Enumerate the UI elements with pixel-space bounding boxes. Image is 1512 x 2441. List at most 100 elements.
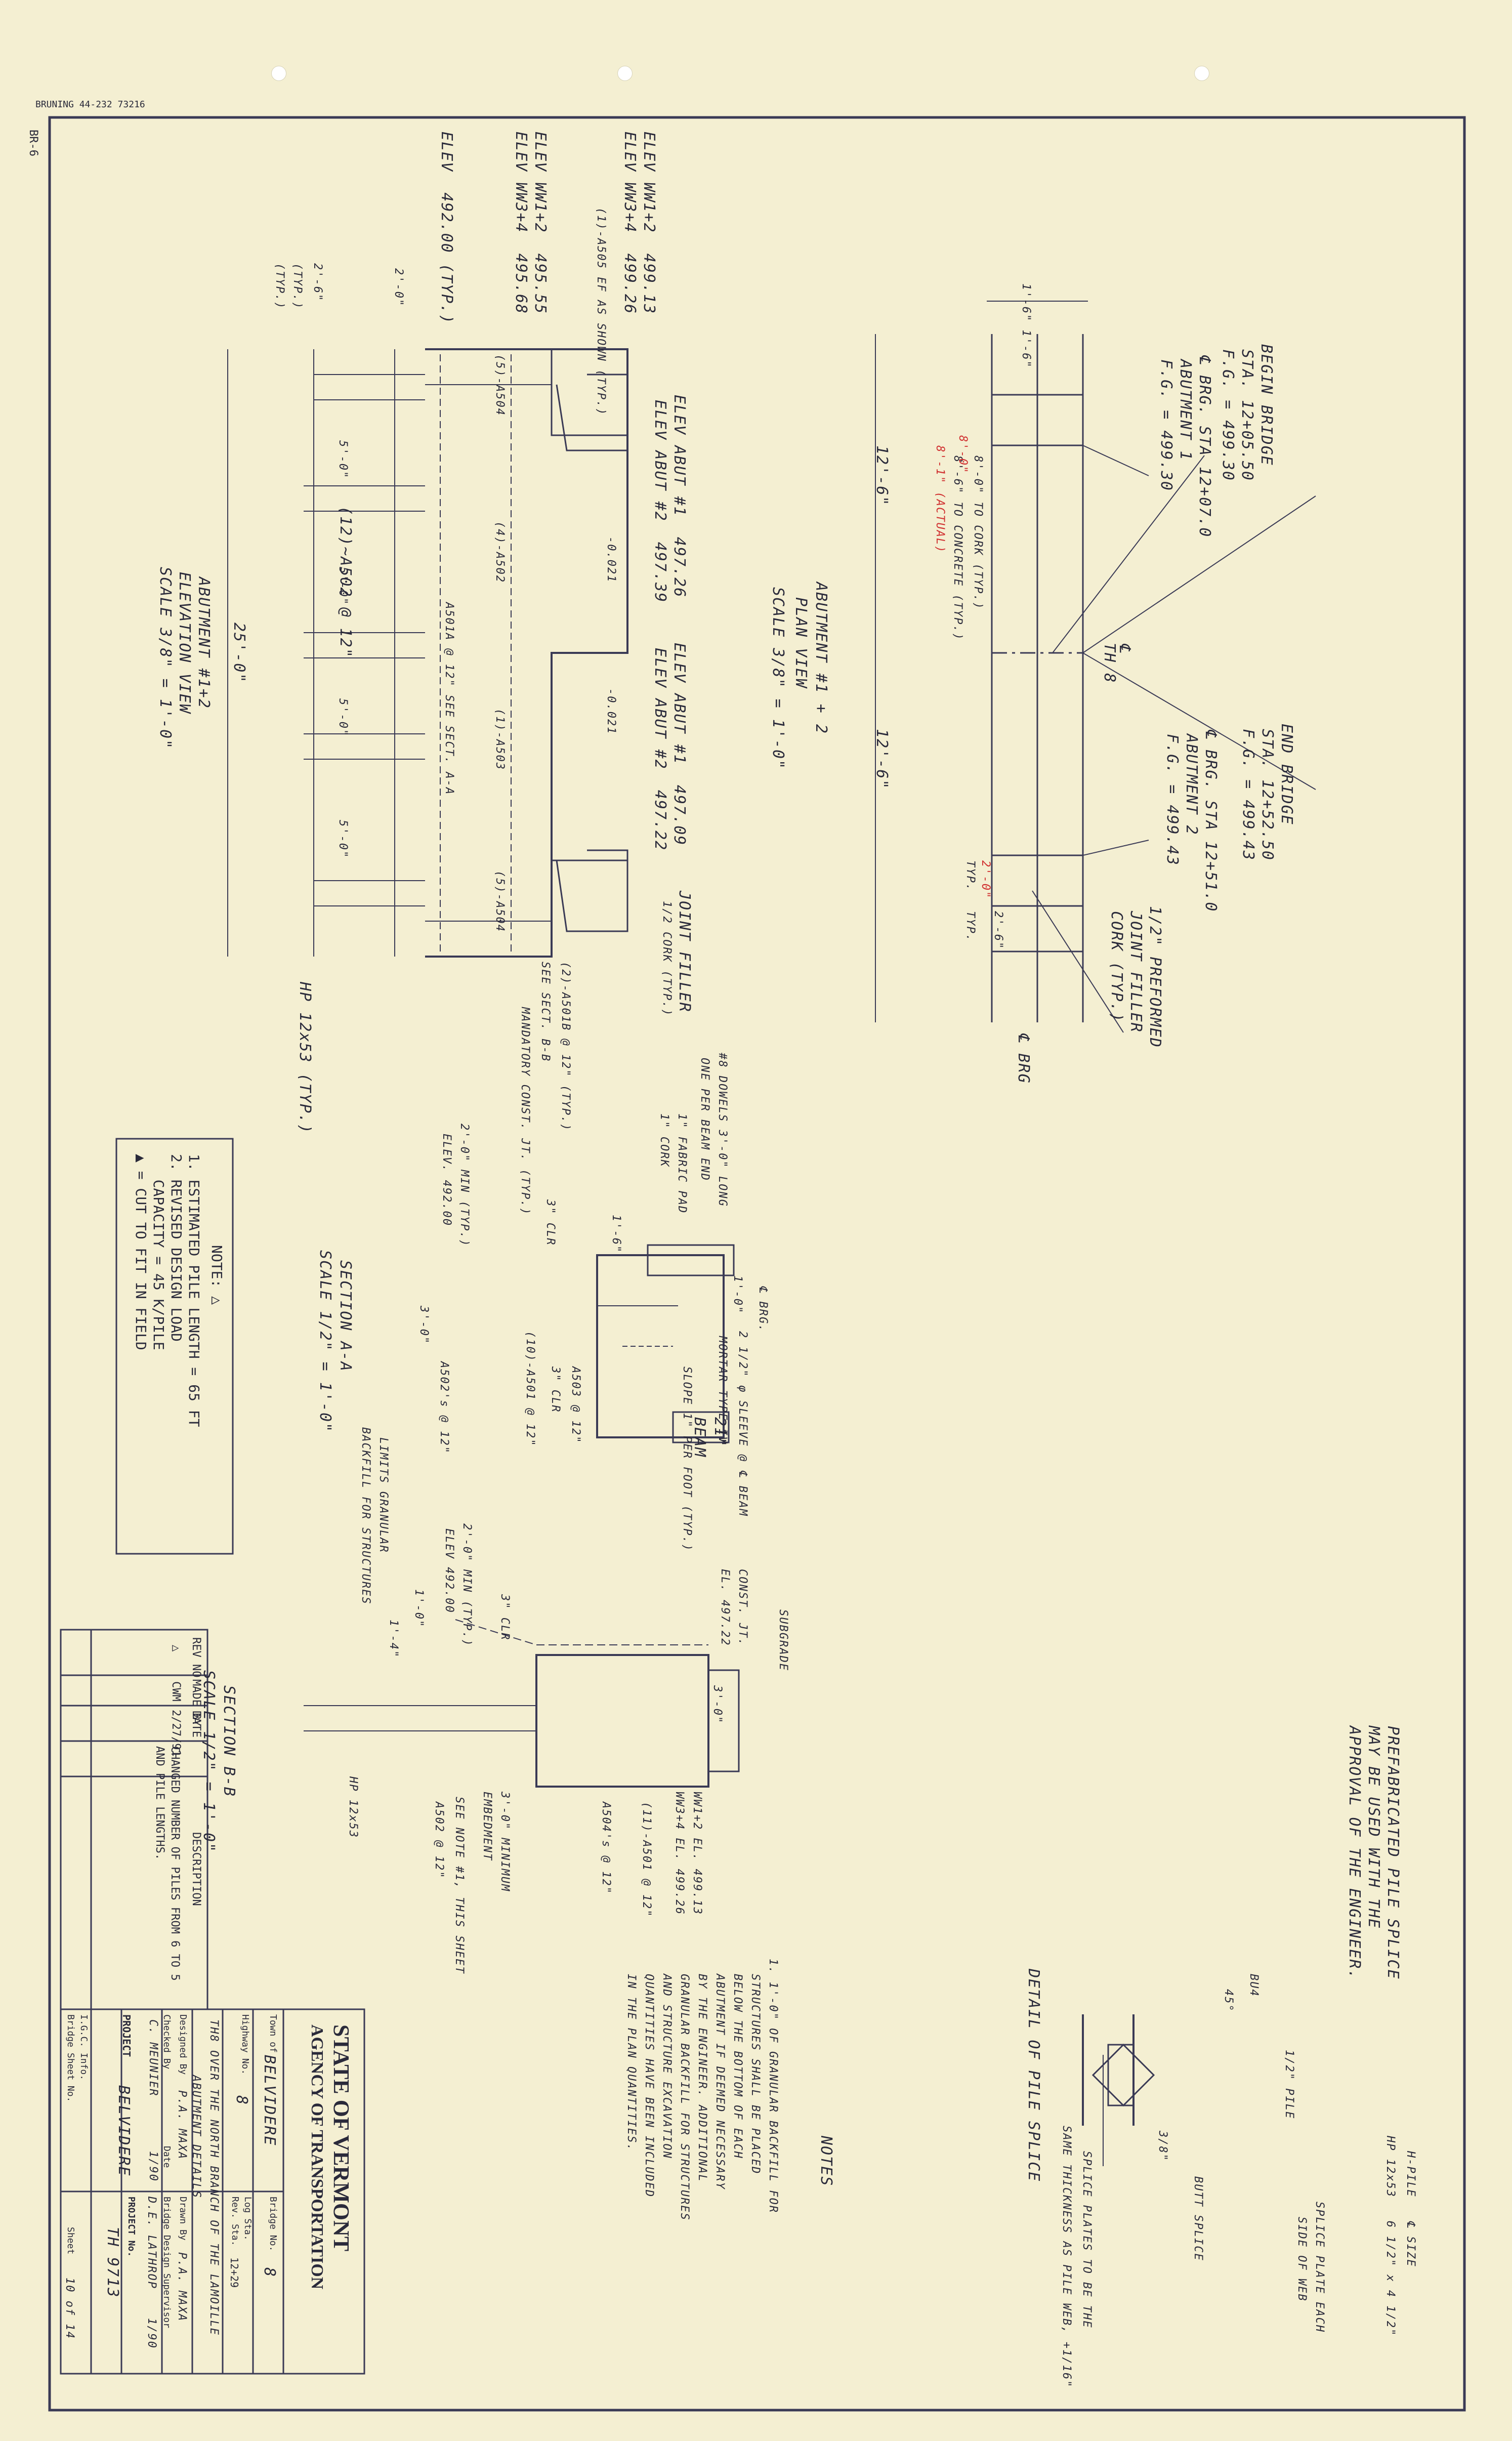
splice-bu4: BU4 — [1247, 1974, 1260, 1997]
abut-elev-3: ELEV ABUT #2 497.22 — [651, 648, 669, 851]
lgc-label: I.G.C. Info. — [78, 2014, 89, 2081]
desc-line-1: TH8 OVER THE NORTH BRANCH OF THE LAMOILL… — [207, 2019, 220, 2336]
rev-header-2: DATE — [190, 1711, 202, 1737]
punch-hole — [271, 66, 286, 81]
begin-bridge-2: F.G. = 499.30 — [1219, 349, 1237, 481]
splice-38: 3/8" — [1156, 2131, 1169, 2162]
town-value: BELVIDERE — [261, 2055, 278, 2146]
rev-header-0: REV NO — [190, 1637, 202, 1678]
abut-elev-2: ELEV ABUT #1 497.09 — [670, 643, 688, 846]
splice-pile: 1/2" PILE — [1283, 2050, 1295, 2120]
rev-row-no: △ — [170, 1645, 182, 1652]
aa-label-2: 1" FABRIC PAD — [676, 1113, 688, 1214]
designed-label: Designed By — [178, 2014, 188, 2075]
title-block-grid — [60, 2008, 365, 2375]
red-actual-note: 8'-1" (ACTUAL) — [934, 445, 946, 554]
concrete-note: 8'-6" TO CONCRETE (TYP.) — [951, 456, 964, 641]
bb-label-9: 3'-0" — [711, 1685, 724, 1724]
bb-label-0: LIMITS GRANULAR — [377, 1437, 390, 1553]
cork-note: 8'-0" TO CORK (TYP.) — [972, 456, 984, 610]
splice-45: 45° — [1222, 1989, 1235, 2012]
notes-line-6: AND STRUCTURE EXCAVATION — [660, 1974, 673, 2159]
splice-note-0: SPLICE PLATES TO BE THE — [1080, 2151, 1093, 2329]
preformed-2: CORK (TYP.) — [1108, 911, 1125, 1023]
bb-label-3: EL. 497.22 — [719, 1569, 731, 1646]
note-box-line-0: 1. ESTIMATED PILE LENGTH = 65 FT — [186, 1154, 202, 1427]
note-box-line-3: ▲ = CUT TO FIT IN FIELD — [133, 1154, 149, 1350]
agency-name-1: AGENCY OF TRANSPORTATION — [308, 2024, 326, 2290]
date-label: Date — [161, 2146, 172, 2168]
project-label: PROJECT — [120, 2014, 133, 2057]
bb-label-4: SUBGRADE — [777, 1609, 789, 1671]
note-box-line-1: 2. REVISED DESIGN LOAD — [168, 1154, 185, 1342]
aa-label-10: ℄ BRG. — [757, 1286, 769, 1333]
splice-header-2: APPROVAL OF THE ENGINEER. — [1346, 1726, 1363, 1980]
aa-title-1: SCALE 1/2" = 1'-0" — [316, 1250, 334, 1433]
aa-label-8: 3'-0" — [417, 1306, 430, 1345]
aa-label-0: #8 DOWELS 3'-0" LONG — [716, 1053, 729, 1207]
checked-value: C. MEUNIER — [147, 2019, 159, 2097]
aa-title-0: SECTION A-A — [337, 1260, 354, 1372]
aa-label-4: 2'-0" MIN (TYP.) — [458, 1124, 471, 1247]
plan-typ-2: TYP. — [964, 911, 977, 942]
brg-abut2-0: ℄ BRG. STA 12+51.0 — [1202, 729, 1220, 913]
agency-name-0: STATE OF VERMONT — [329, 2024, 354, 2252]
bb-label-6: ELEV 492.00 — [443, 1528, 455, 1613]
bb-label-7: 1'-0" — [412, 1589, 425, 1628]
note-box-line-2: CAPACITY = 45 K/PILE — [150, 1154, 167, 1350]
elev-misc-3: 25'-0" — [230, 623, 248, 684]
hp-label: HP 12x53 (TYP.) — [296, 982, 314, 1134]
elev-misc-1: (TYP.) — [291, 263, 304, 310]
plan-cl: ℄ — [1116, 643, 1133, 654]
plan-th8: TH 8 — [1101, 643, 1118, 684]
section-bb-outline — [535, 1654, 709, 1788]
note-box-outline — [115, 1138, 234, 1555]
splice-plate-0: SPLICE PLATE EACH — [1313, 2202, 1326, 2333]
bb-title-0: SECTION B-B — [220, 1685, 238, 1797]
red-dim-right: 2'-0" — [979, 860, 992, 899]
plan-dim-top: 1'-6" 1'-6" — [1020, 283, 1032, 368]
mandatory-jt: MANDATORY CONST. JT. (TYP.) — [519, 1007, 531, 1216]
begin-bridge-1: STA. 12+05.50 — [1238, 349, 1256, 481]
aa-label-6: 1'-6" — [610, 1215, 622, 1254]
bb-label-2: CONST. JT. — [736, 1569, 749, 1646]
sheet-label: Sheet — [65, 2227, 76, 2255]
project-no-value: TH 9713 — [104, 2227, 121, 2298]
plan-dim-right: 12'-6" — [873, 729, 891, 790]
rebar-0: (1)-A505 EF AS SHOWN (TYP.) — [595, 208, 607, 416]
aa-label-5: ELEV. 492.00 — [440, 1134, 453, 1226]
slope-0: -0.021 — [605, 536, 617, 583]
red-dim-left: 8'-0" — [956, 435, 969, 474]
elev-label-3: ELEV WW3+4 495.68 — [512, 132, 530, 315]
plan-dim-left: 12'-6" — [873, 445, 891, 507]
elev-misc-4: 5'-0" — [337, 440, 349, 479]
bb-label-11: WW3+4 EL. 499.26 — [673, 1792, 686, 1915]
splice-title: DETAIL OF PILE SPLICE — [1025, 1969, 1042, 2182]
town-label: Town of — [268, 2014, 278, 2053]
aa-label-13: SLOPE 1" PER FOOT (TYP.) — [681, 1367, 693, 1552]
aa-label-17: 3" CLR — [549, 1367, 562, 1413]
checked-label: Checked By — [161, 2014, 172, 2070]
section-aa-outline — [596, 1254, 725, 1438]
project-value: BELVIDERE — [115, 2085, 133, 2177]
drawn-label: Drawn By — [178, 2197, 188, 2241]
notes-line-5: GRANULAR BACKFILL FOR STRUCTURES — [678, 1974, 691, 2221]
log-sta-label: Log Sta. — [242, 2197, 253, 2241]
rebar-1: (5)-A504 — [493, 354, 506, 416]
preformed-0: 1/2" PREFORMED — [1146, 906, 1164, 1048]
end-bridge-0: END BRIDGE — [1278, 724, 1295, 825]
aa-label-18: 21" — [711, 1417, 729, 1448]
plan-title-1: PLAN VIEW — [792, 597, 810, 689]
rev-row-desc: CHANGED NUMBER OF PILES FROM 6 TO 5 AND … — [153, 1746, 181, 1981]
begin-bridge-0: BEGIN BRIDGE — [1257, 344, 1275, 466]
bridge-sheet-label: Bridge Sheet No. — [65, 2014, 76, 2102]
splice-table-0: H-PILE ℄ SIZE — [1404, 2151, 1417, 2267]
date-value: 1/90 — [147, 2151, 159, 2182]
bb-label-15: EMBEDMENT — [481, 1792, 493, 1861]
bb-title-1: SCALE 1/2" = 1'-0" — [200, 1670, 218, 1853]
rebar-3: A501A @ 12" SEE SECT. A-A — [443, 602, 455, 796]
elevation-abutment — [425, 348, 628, 958]
plan-typ-0: 2'-6" — [992, 911, 1004, 950]
rebar-7: SEE SECT. B-B — [539, 962, 552, 1062]
